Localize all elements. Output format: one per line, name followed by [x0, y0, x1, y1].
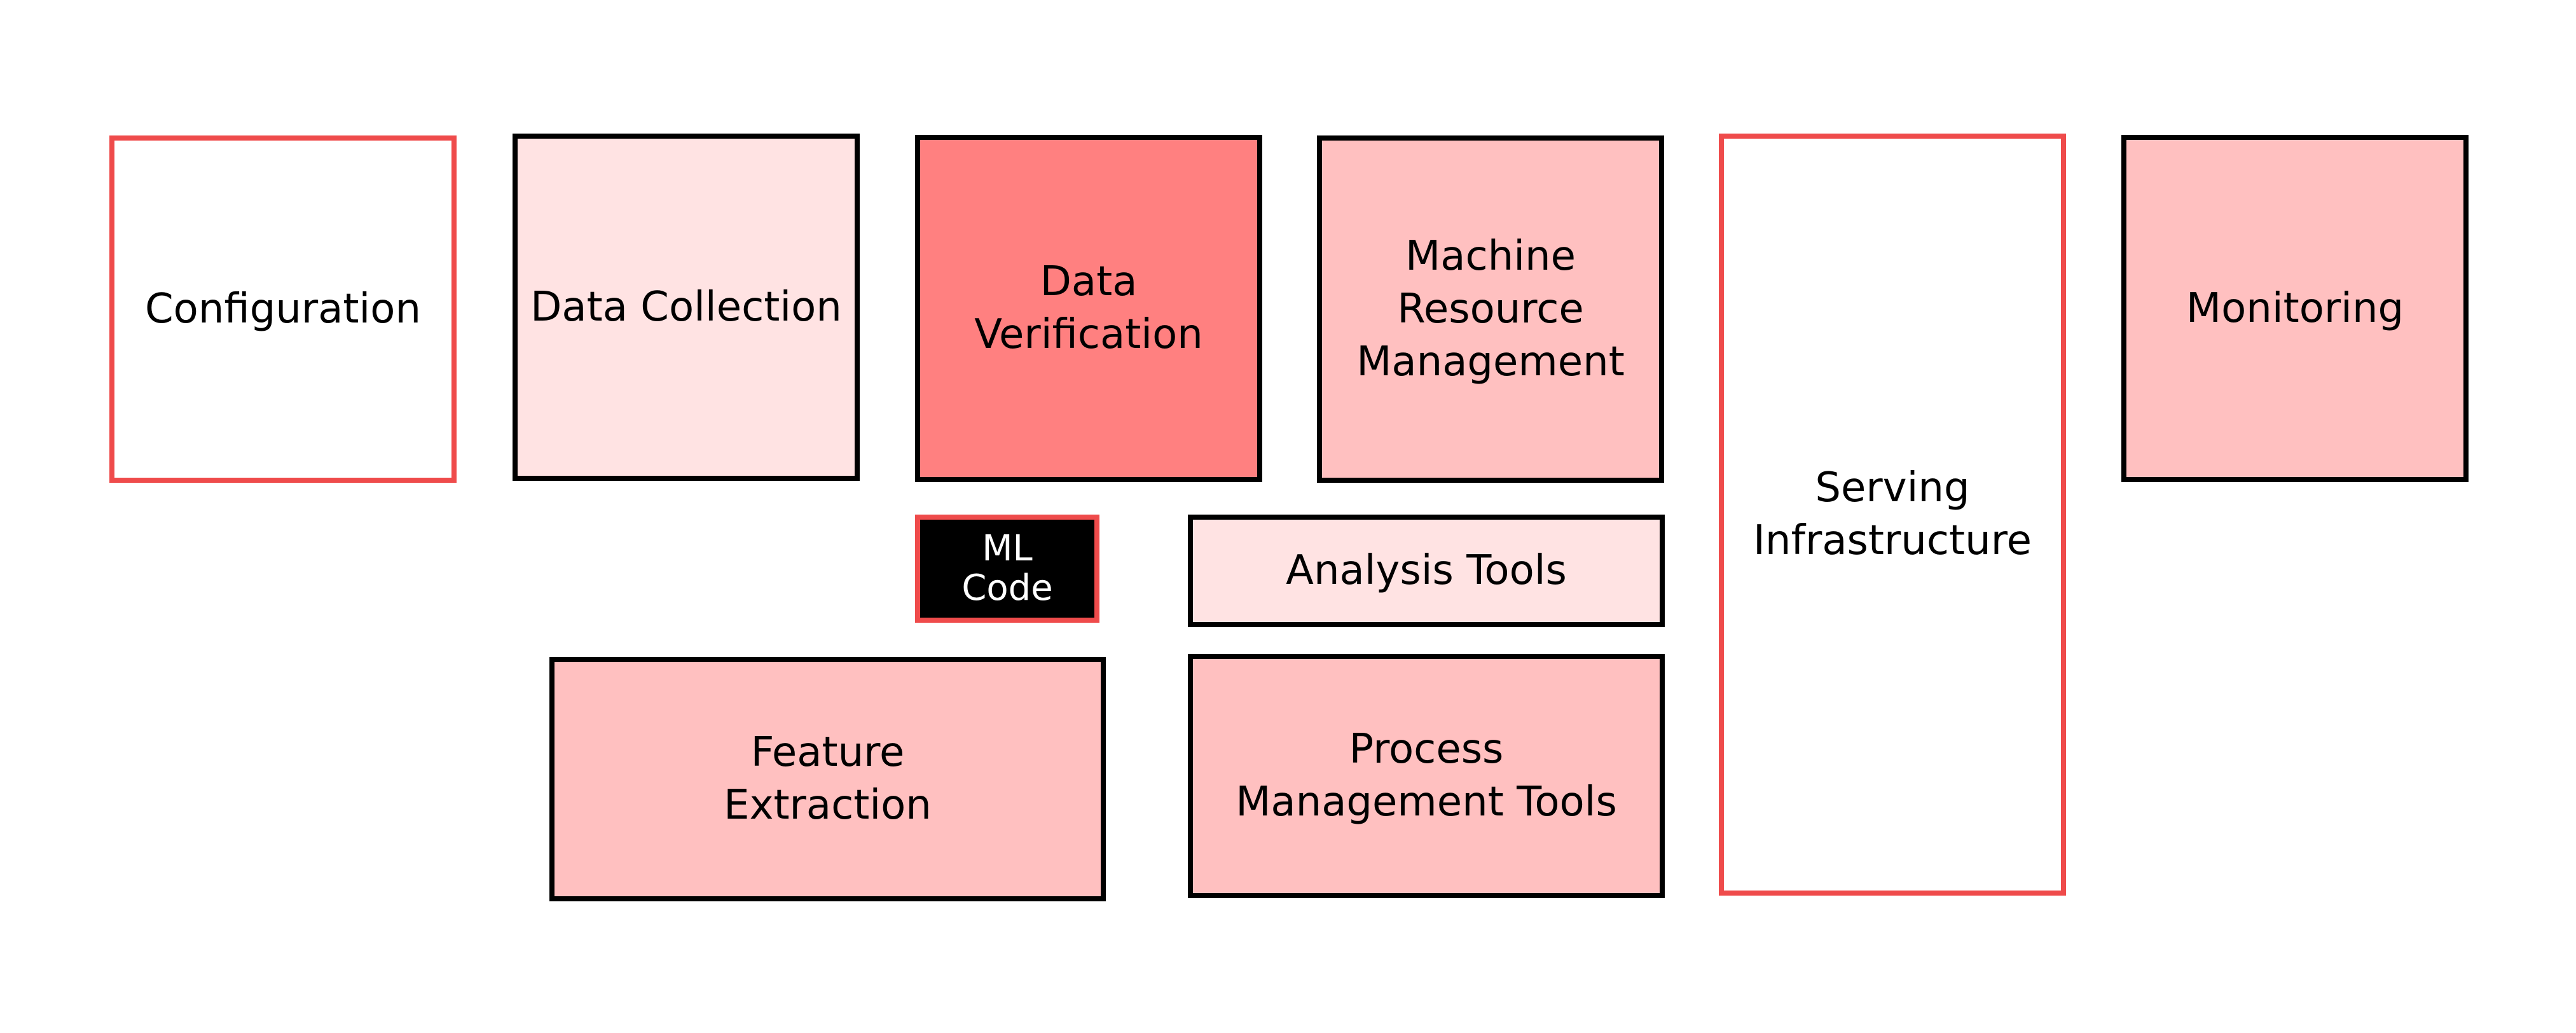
ml-code-label: ML Code — [961, 528, 1053, 609]
machine-resource-management-label: Machine Resource Management — [1356, 232, 1625, 385]
data-verification-box: Data Verification — [915, 135, 1262, 482]
analysis-tools-label: Analysis Tools — [1286, 547, 1567, 594]
process-management-tools-box: Process Management Tools — [1188, 654, 1665, 898]
data-verification-label: Data Verification — [974, 258, 1203, 358]
configuration-box: Configuration — [109, 135, 457, 483]
analysis-tools-box: Analysis Tools — [1188, 515, 1665, 627]
data-collection-box: Data Collection — [513, 134, 860, 481]
machine-resource-management-box: Machine Resource Management — [1317, 135, 1664, 483]
process-management-tools-label: Process Management Tools — [1236, 726, 1617, 826]
serving-infrastructure-label: Serving Infrastructure — [1753, 464, 2032, 564]
feature-extraction-label: Feature Extraction — [724, 729, 932, 829]
configuration-label: Configuration — [144, 285, 422, 333]
monitoring-box: Monitoring — [2121, 135, 2469, 482]
data-collection-label: Data Collection — [530, 283, 842, 331]
feature-extraction-box: Feature Extraction — [549, 657, 1106, 901]
monitoring-label: Monitoring — [2186, 284, 2404, 332]
serving-infrastructure-box: Serving Infrastructure — [1719, 134, 2066, 896]
ml-code-box: ML Code — [915, 515, 1099, 623]
